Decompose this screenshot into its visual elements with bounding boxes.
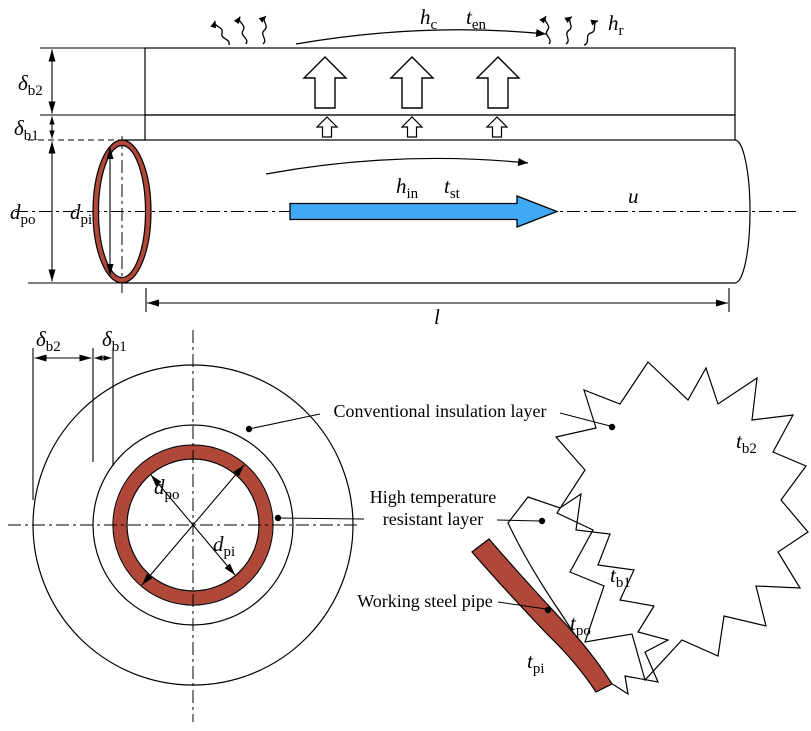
exploded-layers: tb2 tb1 tpo tpi [471,361,809,696]
leader-dot [245,425,253,433]
leader-dot [274,514,282,522]
label-steel-pipe: Working steel pipe [357,591,493,611]
radiation-wave-icon [262,16,268,44]
pipe-outer-outline [92,139,152,284]
resistant-layer-section [144,114,736,141]
cross-section-view: δb2 δb1 dpo dpi [8,327,358,722]
radiation-wave-icon [583,20,600,46]
label-l: l [434,305,440,329]
pipe-right-end [734,139,751,284]
leader-line [496,519,541,522]
label-d-po-cs: dpo [154,475,180,503]
label-t-b1: tb1 [610,563,631,591]
conventional-insulation-layer-section [144,47,736,116]
heat-flux-arrow-icon [476,56,520,109]
label-h-r: hr [608,11,624,39]
label-h-in: hin [396,174,419,202]
pipe-wall-ellipse [93,139,152,284]
layer-callouts: Conventional insulation layer High tempe… [245,401,616,614]
leader-line [248,413,321,430]
heat-flux-arrow-small-icon [401,116,423,138]
leader-dot [538,517,546,525]
radiation-wave-icon [239,16,248,44]
leader-dot [608,423,616,431]
label-u: u [628,184,639,208]
label-resistant-layer-line2: resistant layer [383,509,483,529]
label-h-c: hc [420,5,438,33]
label-delta-b1: δb1 [14,116,39,144]
pipe-inner-outline [97,144,147,279]
ambient-flow-arc-icon [295,29,547,45]
radiation-wave-icon [545,16,551,44]
label-delta-b1-cs: δb1 [102,327,127,355]
label-t-b2: tb2 [736,429,757,457]
label-d-po: dpo [10,200,36,228]
radiation-wave-icon [214,20,231,46]
label-delta-b2: δb2 [18,71,43,99]
leader-line [559,412,611,427]
leader-line [277,517,365,520]
insulation-patch [554,361,809,682]
label-t-po: tpo [570,611,591,639]
longitudinal-view: hc ten hr δb2 δb1 dpo dpi hin tst u l [10,5,800,329]
radiation-wave-icon [565,16,574,44]
label-d-pi-cs: dpi [213,532,235,560]
label-t-pi: tpi [527,649,545,677]
heat-flux-arrow-small-icon [316,116,338,138]
steam-flow-arc-icon [265,157,529,175]
leader-line [497,601,547,610]
steel-pipe-strip [471,538,613,693]
label-t-en: ten [466,5,487,33]
heat-flux-arrow-icon [390,56,434,109]
heat-flux-arrow-icon [303,56,347,109]
velocity-arrow-icon [289,195,559,228]
dim-d-pi-cs [150,474,236,576]
leader-dot [544,606,552,614]
label-resistant-layer-line1: High temperature [370,487,496,507]
label-d-pi: dpi [70,200,92,228]
heat-flux-arrow-small-icon [486,116,508,138]
label-delta-b2-cs: δb2 [36,327,61,355]
label-t-st: tst [444,174,461,202]
label-conventional-layer: Conventional insulation layer [334,401,547,421]
